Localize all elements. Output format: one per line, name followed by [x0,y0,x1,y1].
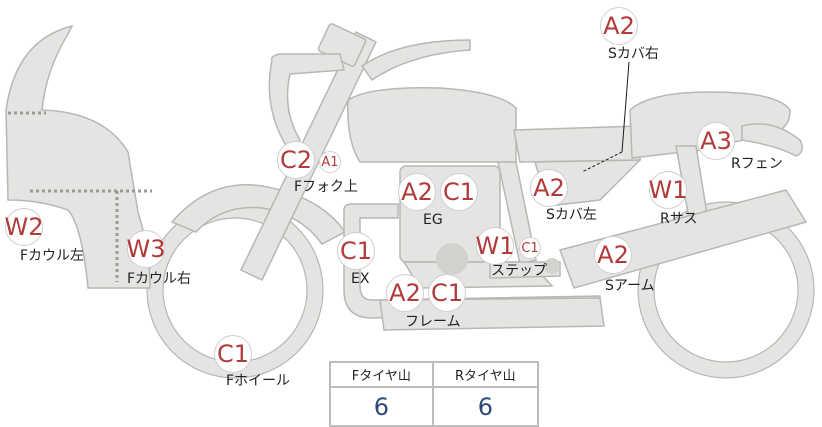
fender-badge-a3: A3 [697,122,735,160]
exhaust-badge-c1: C1 [337,232,375,270]
scover-right-leader-dash [581,151,623,173]
label-scover-left: Sカバ左 [546,207,597,223]
label-rear-suspension: Rサス [660,211,698,227]
frame-badge-c1: C1 [428,274,466,312]
label-rear-fender: Rフェン [731,156,783,172]
label-step: ステップ [491,263,547,279]
swing-arm [559,189,808,289]
label-front-wheel: Fホイール [226,373,291,389]
front-tread-value: 6 [329,386,434,427]
scover-right-leader [621,61,630,153]
cowl-left-badge-w2: W2 [5,208,44,246]
engine-badge-a2: A2 [398,173,436,211]
scover-left-badge-a2: A2 [530,169,568,207]
step-badge-c1: C1 [519,237,541,259]
handlebar [360,39,471,82]
front-tread-header: Fタイヤ山 [329,361,434,388]
front-cowl [5,24,151,289]
frame-spine [268,53,345,154]
frame-badge-a2: A2 [386,274,424,312]
label-engine: EG [423,212,443,228]
step-badge-w1: W1 [476,227,515,265]
rear-fender [741,123,803,157]
fork-badge-c2: C2 [277,141,315,179]
scover-right-badge-a2: A2 [600,7,638,45]
tire-tread-table: Fタイヤ山 Rタイヤ山 6 6 [329,361,540,427]
step-disc [544,258,560,274]
rear-tread-header: Rタイヤ山 [431,361,540,388]
step-bar [489,261,561,279]
label-swing-arm: Sアーム [605,278,655,294]
arm-badge-a2: A2 [594,236,632,274]
cowl-right-badge-w3: W3 [127,230,166,268]
seat [513,125,641,163]
label-exhaust: EX [351,271,370,287]
label-scover-right: Sカバ右 [608,46,659,62]
fuel-tank [347,87,517,163]
label-frame: フレーム [405,314,461,330]
rear-tread-value: 6 [431,386,540,427]
label-cowl-right: Fカウル右 [127,271,192,287]
engine-badge-c1: C1 [440,173,478,211]
wheel-badge-c1: C1 [214,335,252,373]
suspension-badge-w1: W1 [649,171,688,209]
fork-badge-a1: A1 [319,151,341,173]
engine-case-disc [436,243,468,275]
label-front-fork: Fフォク上 [294,179,359,195]
label-cowl-left: Fカウル左 [20,248,85,264]
